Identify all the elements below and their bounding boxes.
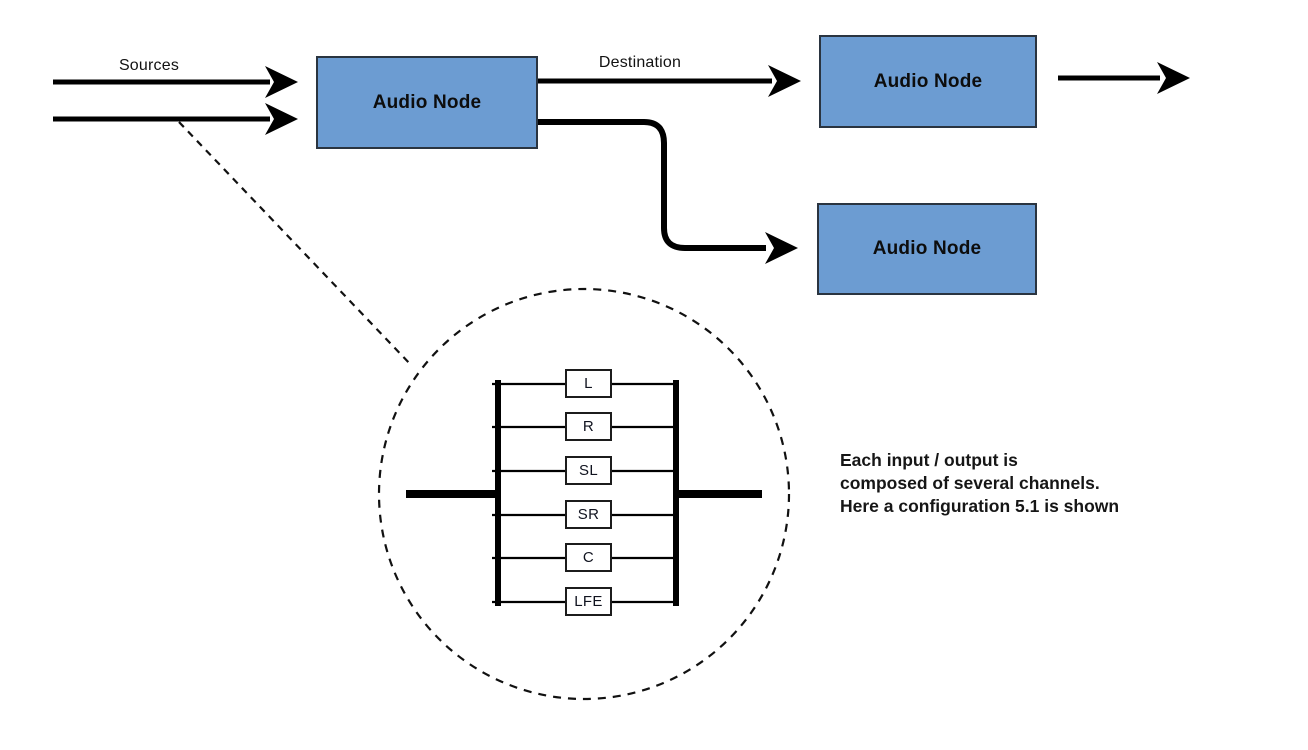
zoom-circle [377, 287, 791, 701]
audio-node-box-1: Audio Node [316, 56, 538, 149]
destination-label: Destination [598, 54, 682, 71]
channel-box-l: L [565, 369, 612, 398]
annotation-line: Each input / output is [840, 450, 1018, 470]
channel-label: SL [579, 462, 598, 479]
channel-label: SR [577, 506, 600, 523]
channel-label: R [582, 418, 595, 435]
channel-label: LFE [574, 593, 603, 610]
sources-label: Sources [118, 57, 180, 74]
output-arrow [1058, 62, 1190, 94]
channel-box-c: C [565, 543, 612, 572]
zoom-leader-line [178, 121, 413, 367]
source-arrow-2 [53, 103, 298, 135]
audio-node-label: Audio Node [872, 238, 982, 259]
channel-box-lfe: LFE [565, 587, 612, 616]
audio-node-box-3: Audio Node [817, 203, 1037, 295]
audio-node-box-2: Audio Node [819, 35, 1037, 128]
branch-connector-arrow [538, 119, 798, 264]
source-arrow-1 [53, 66, 298, 98]
destination-arrow [538, 65, 801, 97]
audio-node-label: Audio Node [873, 70, 983, 92]
annotation-text: Each input / output is composed of sever… [840, 449, 1220, 518]
annotation-line: composed of several channels. [840, 473, 1100, 493]
channel-box-sr: SR [565, 500, 612, 529]
audio-node-label: Audio Node [372, 91, 482, 113]
channel-box-sl: SL [565, 456, 612, 485]
annotation-line: Here a configuration 5.1 is shown [840, 496, 1120, 516]
channel-box-r: R [565, 412, 612, 441]
channel-label: L [584, 375, 593, 392]
channel-label: C [582, 549, 595, 566]
